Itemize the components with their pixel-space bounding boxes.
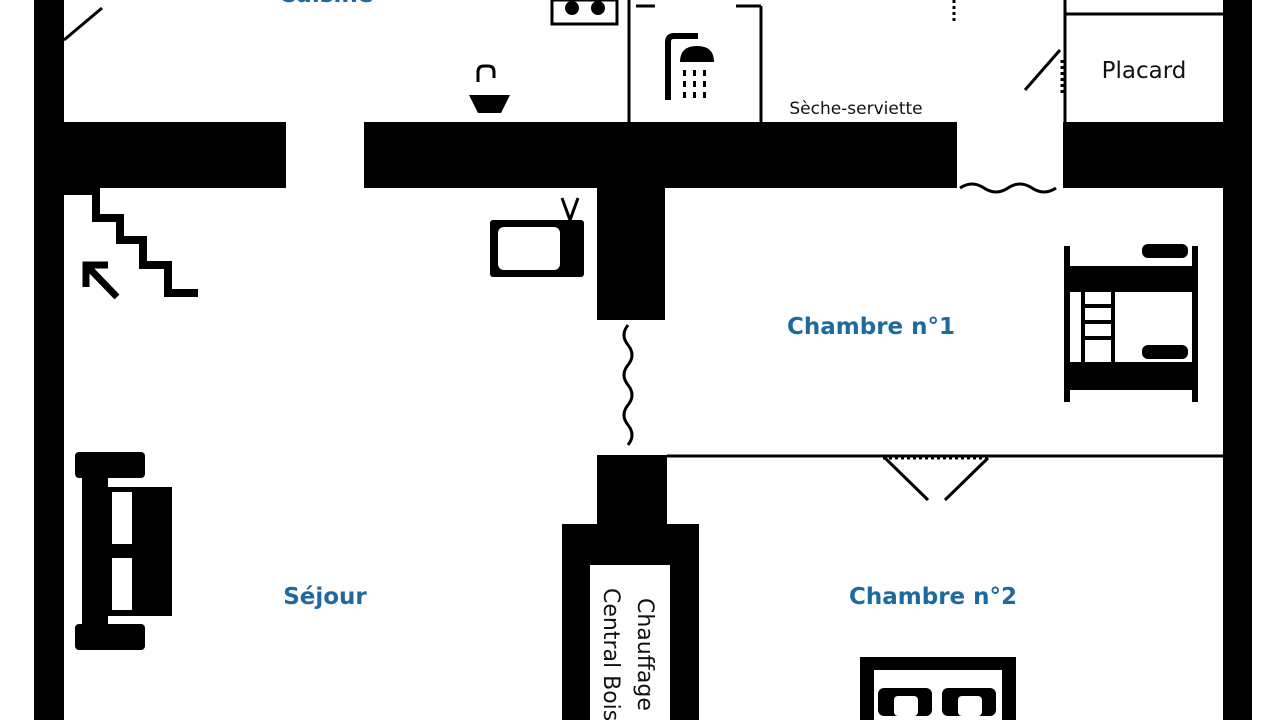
double-bed-icon — [860, 657, 1016, 720]
curtain-divider-horizontal — [959, 182, 1057, 194]
room-label-chambre1: Chambre n°1 — [787, 314, 955, 340]
label-seche-serviette: Sèche-serviette — [789, 99, 922, 119]
room-label-cuisine: Cuisine — [279, 0, 374, 8]
stairs-icon — [64, 187, 198, 297]
wall-column-upper — [597, 188, 665, 320]
wall-mid-left — [64, 122, 286, 188]
arrow-icon — [82, 261, 120, 300]
bunk-bed-icon — [1064, 244, 1198, 402]
wall-left — [34, 0, 64, 720]
dotted-openings — [60, 0, 1064, 570]
walls — [34, 0, 1252, 720]
door-swings — [63, 6, 1062, 502]
wall-right — [1223, 0, 1252, 720]
wall-mid-center — [364, 122, 957, 188]
wall-mid-right — [1063, 122, 1223, 188]
tv-icon — [490, 197, 584, 277]
label-placard: Placard — [1102, 58, 1187, 84]
label-chauffage-line1: Chauffage — [632, 598, 657, 711]
stove-icon — [550, 0, 619, 26]
sink-icon — [469, 64, 510, 113]
curtain-divider-vertical — [622, 324, 634, 446]
boiler-label-group: Chauffage Central Bois — [598, 588, 657, 720]
label-chauffage-line2: Central Bois — [598, 588, 623, 720]
room-label-chambre2: Chambre n°2 — [849, 584, 1017, 610]
sofa-icon — [75, 452, 172, 650]
wall-column-lower — [597, 455, 667, 527]
partitions — [627, 0, 1223, 458]
room-label-sejour: Séjour — [283, 584, 367, 610]
shower-icon — [665, 33, 714, 100]
boiler-inner — [590, 565, 670, 720]
